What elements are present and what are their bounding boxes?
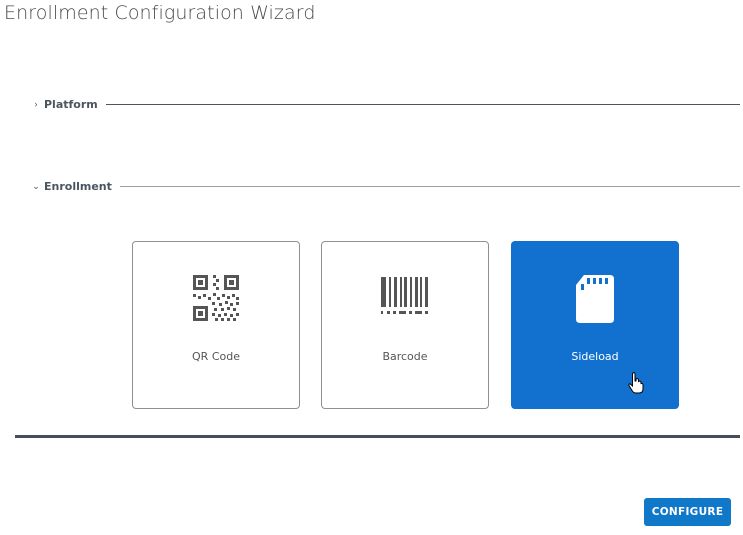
section-label: Platform [44, 97, 98, 111]
section-divider [105, 103, 740, 105]
option-card-qr-code[interactable]: QR Code [132, 241, 300, 409]
barcode-icon [381, 277, 428, 314]
option-label: Barcode [382, 350, 428, 363]
content-divider [15, 435, 740, 438]
section-label: Enrollment [44, 179, 112, 193]
option-label: QR Code [192, 350, 240, 363]
section-platform-header[interactable]: › Platform [30, 97, 740, 111]
option-card-sideload[interactable]: Sideload [511, 241, 679, 409]
hand-pointer-cursor-icon [628, 372, 644, 394]
option-label: Sideload [571, 350, 619, 363]
section-enrollment-header[interactable]: ⌄ Enrollment [30, 179, 740, 193]
sd-card-icon [576, 275, 614, 323]
qr-code-icon [193, 275, 239, 321]
chevron-right-icon: › [34, 99, 38, 109]
chevron-down-icon: ⌄ [32, 180, 40, 191]
section-divider [119, 185, 740, 187]
option-card-barcode[interactable]: Barcode [321, 241, 489, 409]
page-title: Enrollment Configuration Wizard [4, 2, 316, 24]
configure-button[interactable]: CONFIGURE [644, 498, 731, 526]
